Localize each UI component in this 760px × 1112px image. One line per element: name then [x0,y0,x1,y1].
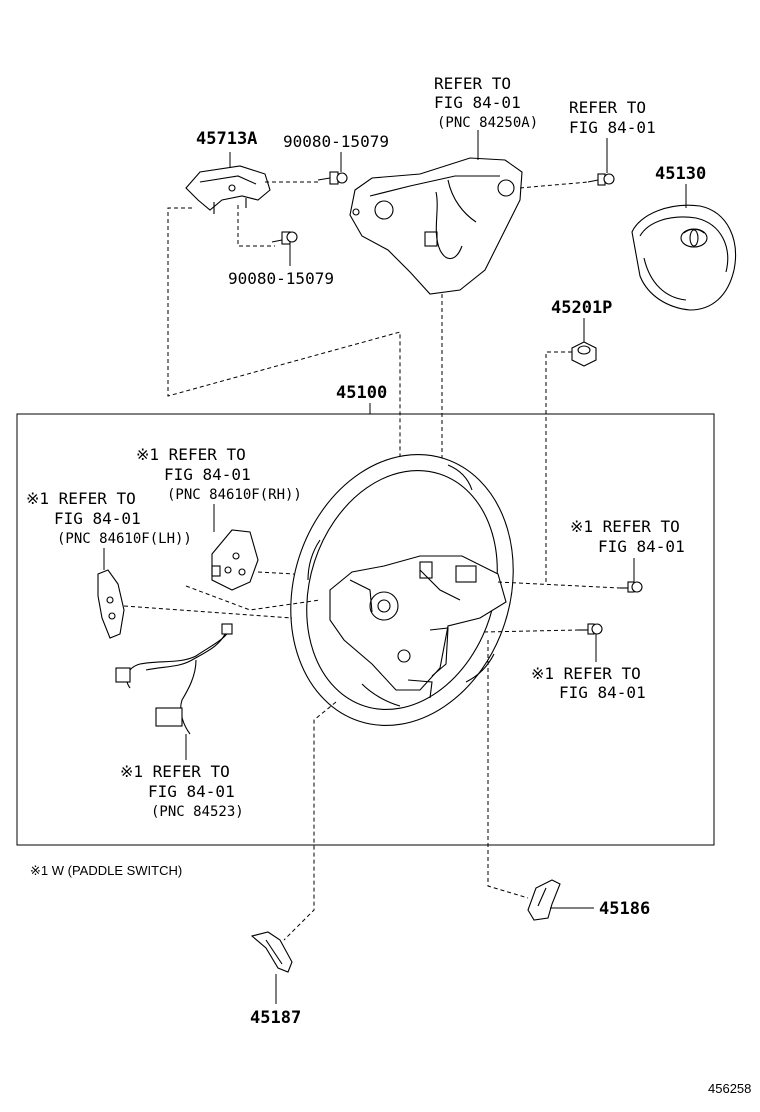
label-45187: 45187 [250,1008,301,1028]
label-45130: 45130 [655,164,706,184]
assembly-frame-45100 [16,413,715,846]
label-refer-right1-1: ※1 REFER TO [570,517,680,536]
label-refer-rh-1: ※1 REFER TO [136,445,246,464]
label-refer-right2-1: ※1 REFER TO [531,664,641,683]
screw-90080-top [317,171,348,185]
label-90080-15079-top: 90080-15079 [283,132,389,151]
dash-wheel-45186 [487,640,529,899]
dash-rh-to-wheel [257,571,295,575]
label-refer-top-1: REFER TO [434,74,511,93]
label-refer-rh-3: (PNC 84610F(RH)) [167,487,302,503]
figure-id: 456258 [708,1081,751,1096]
part-45713a-cover [185,165,271,214]
label-refer-lh-3: (PNC 84610F(LH)) [57,531,192,547]
label-refer-lh-1: ※1 REFER TO [26,489,136,508]
footnote-paddle-switch: ※1 W (PADDLE SWITCH) [30,863,182,878]
part-45186-trim [527,879,561,921]
part-45187-trim [250,931,293,973]
label-refer-top-2: FIG 84-01 [434,93,521,112]
label-refer-right2-2: FIG 84-01 [559,683,646,702]
dash-wheel-screw1 [497,581,621,589]
dash-rh-lower [185,585,321,611]
screw-90080-bottom [271,231,298,245]
part-45100-steering-wheel [290,454,514,726]
label-refer-lh-2: FIG 84-01 [54,509,141,528]
part-paddle-switch-rh [211,529,259,591]
screw-refer-topright [587,173,615,186]
part-wire-harness [115,623,233,735]
label-refer-topright-1: REFER TO [569,98,646,117]
part-steering-lower-cover [349,157,523,295]
label-refer-harness-3: (PNC 84523) [151,804,244,820]
label-refer-top-3: (PNC 84250A) [437,115,538,131]
label-refer-harness-1: ※1 REFER TO [120,762,230,781]
label-45100: 45100 [336,383,387,403]
label-45186: 45186 [599,899,650,919]
dash-wheel-screw2 [483,629,579,633]
dash-cover-to-wheel [167,207,401,585]
part-45130-airbag [631,204,737,311]
dash-45713a-screw [237,205,275,247]
screw-refer-right-1 [620,581,643,593]
label-45713a: 45713A [196,129,257,149]
dash-lh-to-wheel [123,605,293,619]
dash-cover-screw [519,181,589,189]
part-paddle-switch-lh [97,569,125,639]
label-refer-harness-2: FIG 84-01 [148,782,235,801]
label-refer-topright-2: FIG 84-01 [569,118,656,137]
label-refer-rh-2: FIG 84-01 [164,465,251,484]
label-refer-right1-2: FIG 84-01 [598,537,685,556]
dash-wheel-45187 [283,701,337,941]
part-45201p-nut [571,341,597,367]
dash-nut-wheel [545,351,572,585]
screw-refer-right-2 [578,623,603,635]
label-90080-15079-bottom: 90080-15079 [228,269,334,288]
label-45201p: 45201P [551,298,612,318]
